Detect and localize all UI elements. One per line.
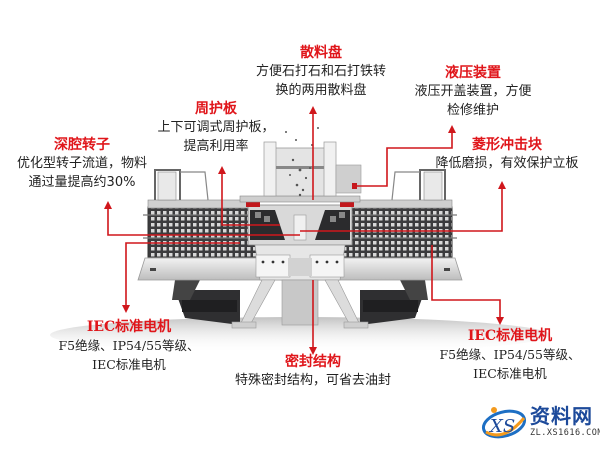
label-impact-block: 菱形冲击块 降低磨损，有效保护立板 [414,136,600,173]
label-desc-line: 检修维护 [446,103,499,118]
label-desc-line: 优化型转子流道，物料 [16,156,147,171]
label-desc-line: 特殊密封结构，可省去油封 [234,373,391,388]
label-title: 周护板 [195,101,237,117]
leader-arrowheads [104,106,506,355]
label-deep-cavity-rotor: 深腔转子 优化型转子流道，物料 通过量提高约30% [2,136,162,192]
label-desc-line: 液压开盖装置，方便 [414,84,532,99]
label-iec-motor-left: IEC标准电机 F5绝缘、IP54/55等级、 IEC标准电机 [54,318,204,374]
label-distributor-plate: 散料盘 方便石打石和石打铁转 换的两用散料盘 [228,44,414,100]
label-liner-plate: 周护板 上下可调式周护板， 提高利用率 [146,100,286,156]
label-title: IEC标准电机 [86,319,172,335]
label-title: 菱形冲击块 [472,137,542,153]
label-desc-line: 通过量提高约30% [28,175,136,190]
watermark: XS 资料网 ZL.XS1616.COM [478,398,600,446]
label-title: 散料盘 [300,45,342,61]
watermark-url: ZL.XS1616.COM [530,428,600,438]
label-hydraulic-device: 液压装置 液压开盖装置，方便 检修维护 [393,64,553,120]
ground-shadow [50,317,550,353]
left-motor-guard [143,169,259,258]
label-desc-line: 上下可调式周护板， [157,120,275,135]
label-desc-line: 换的两用散料盘 [275,83,367,98]
label-title: 液压装置 [445,65,501,81]
lower-body [231,244,369,329]
label-iec-motor-right: IEC标准电机 F5绝缘、IP54/55等级、 IEC标准电机 [430,327,590,383]
label-desc-line: 方便石打石和石打铁转 [255,64,386,79]
label-desc-line: 提高利用率 [183,139,249,154]
label-seal-structure: 密封结构 特殊密封结构，可省去油封 [205,353,421,390]
crushing-chamber [239,195,361,246]
label-title: 密封结构 [285,354,341,370]
label-title: IEC标准电机 [467,328,553,344]
label-desc-line: F5绝缘、IP54/55等级、 [58,338,200,353]
label-desc-line: IEC标准电机 [473,366,547,381]
label-desc-line: 降低磨损，有效保护立板 [435,156,579,171]
leader-lines [107,110,503,350]
xs-logo-icon: XS [481,407,527,439]
label-desc-line: IEC标准电机 [92,357,166,372]
logo-text: XS [488,416,515,437]
label-title: 深腔转子 [54,137,110,153]
watermark-brand: 资料网 [530,404,593,428]
base-frame [172,280,428,325]
label-desc-line: F5绝缘、IP54/55等级、 [439,347,581,362]
upper-hood [263,141,362,197]
